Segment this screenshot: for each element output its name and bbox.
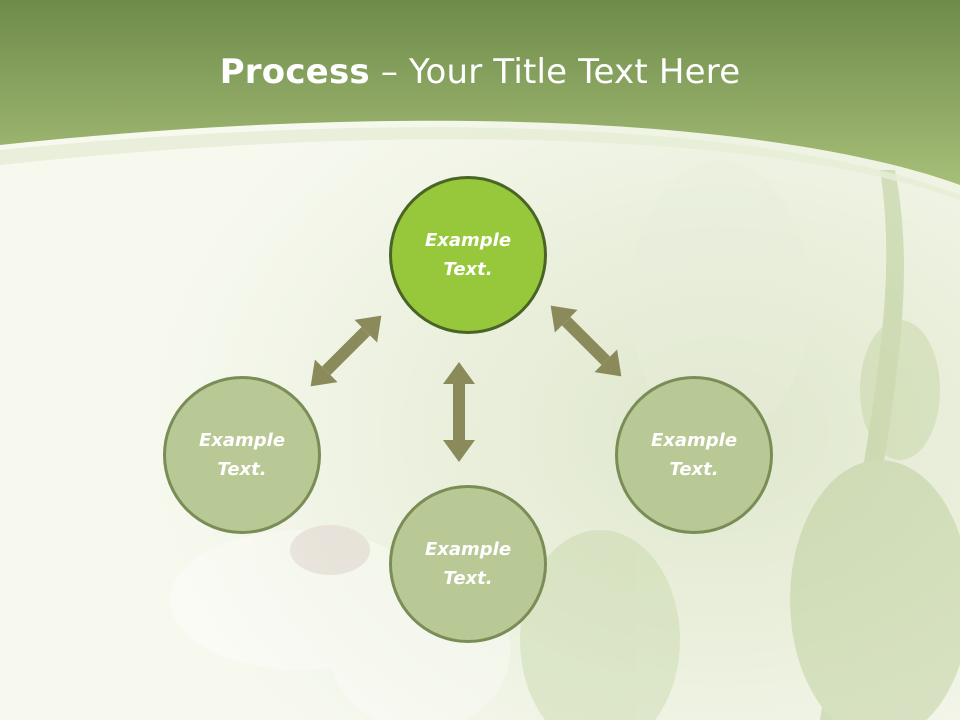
- title-rest: – Your Title Text Here: [369, 52, 741, 92]
- title-bold: Process: [219, 52, 370, 92]
- header-band: [0, 0, 960, 185]
- node-bottom[interactable]: Example Text.: [389, 485, 547, 643]
- node-top-text: Example Text.: [424, 230, 512, 280]
- node-top[interactable]: Example Text.: [389, 176, 547, 334]
- node-right-text: Example Text.: [650, 430, 738, 480]
- slide-title: Process – Your Title Text Here: [0, 52, 960, 92]
- double-arrow-vertical: [443, 362, 475, 462]
- node-bottom-text: Example Text.: [424, 539, 512, 589]
- node-left-text: Example Text.: [198, 430, 286, 480]
- double-arrow-right: [550, 305, 622, 377]
- node-right[interactable]: Example Text.: [615, 376, 773, 534]
- double-arrow-left: [310, 315, 382, 387]
- node-left[interactable]: Example Text.: [163, 376, 321, 534]
